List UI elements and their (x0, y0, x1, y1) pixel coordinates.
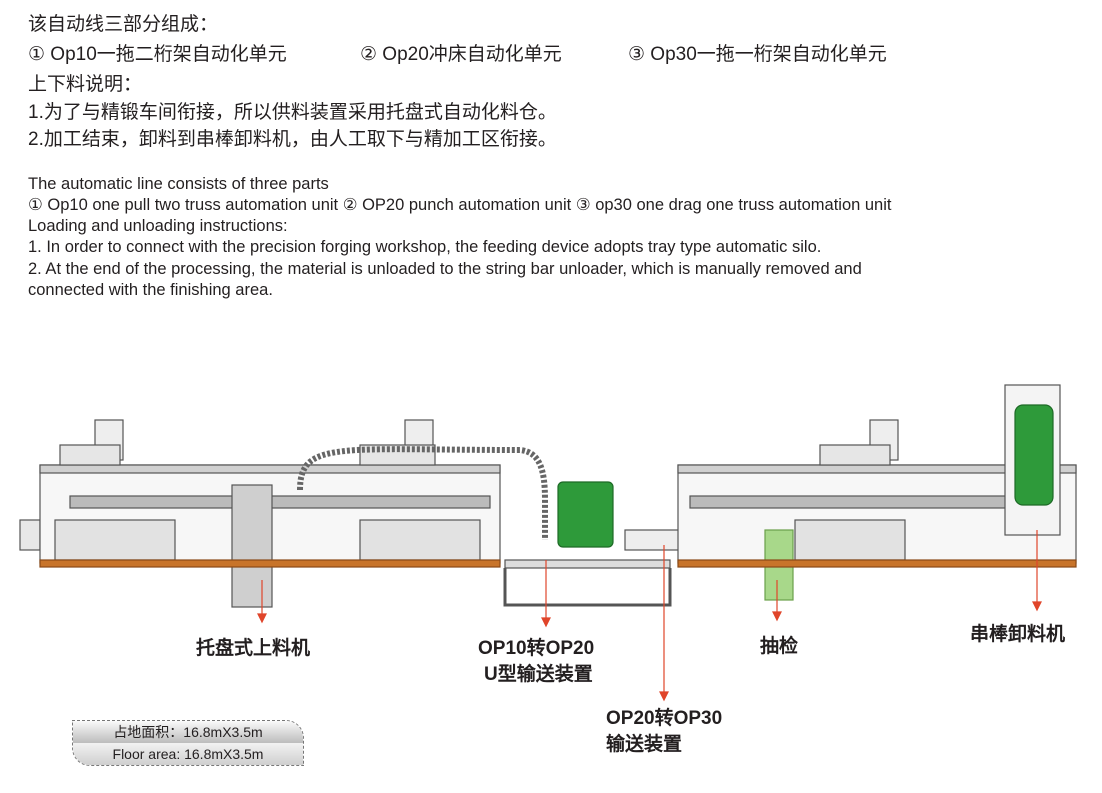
op20-press (557, 481, 614, 548)
u-conveyor (503, 559, 672, 607)
label-op10-op20-line1: OP10转OP20 (478, 638, 595, 659)
label-tray-loader: 托盘式上料机 (196, 638, 311, 659)
floor-area-box: 占地面积：16.8mX3.5m Floor area: 16.8mX3.5m (72, 720, 304, 766)
intro-cn-part-2: ② Op20冲床自动化单元 (360, 44, 562, 65)
intro-en-parts: ① Op10 one pull two truss automation uni… (28, 196, 892, 214)
intro-en-subtitle: Loading and unloading instructions: (28, 217, 288, 235)
intro-en-note-2b: connected with the finishing area. (28, 281, 273, 299)
label-inspection: 抽检 (760, 636, 799, 657)
op10-unit (19, 419, 548, 608)
intro-cn-part-3: ③ Op30一拖一桁架自动化单元 (628, 44, 887, 65)
intro-en-title: The automatic line consists of three par… (28, 175, 329, 193)
intro-cn-subtitle: 上下料说明： (28, 74, 143, 95)
intro-cn-note-2: 2.加工结束，卸料到串棒卸料机，由人工取下与精加工区衔接。 (28, 129, 557, 150)
label-bar-unloader: 串棒卸料机 (970, 624, 1066, 645)
intro-cn-part-1: ① Op10一拖二桁架自动化单元 (28, 44, 287, 65)
floor-area-en: Floor area: 16.8mX3.5m (73, 743, 303, 765)
label-op20-op30-line1: OP20转OP30 (606, 708, 723, 729)
floor-area-cn: 占地面积：16.8mX3.5m (73, 721, 303, 743)
intro-cn-title: 该自动线三部分组成： (28, 14, 219, 35)
op30-unit (677, 384, 1077, 601)
intro-cn-note-1: 1.为了与精锻车间衔接，所以供料装置采用托盘式自动化料仓。 (28, 102, 557, 123)
label-op20-op30-line2: 输送装置 (606, 734, 683, 755)
intro-en-note-2a: 2. At the end of the processing, the mat… (28, 260, 862, 278)
intro-en-note-1: 1. In order to connect with the precisio… (28, 238, 822, 256)
label-op10-op20-line2: U型输送装置 (484, 664, 593, 685)
